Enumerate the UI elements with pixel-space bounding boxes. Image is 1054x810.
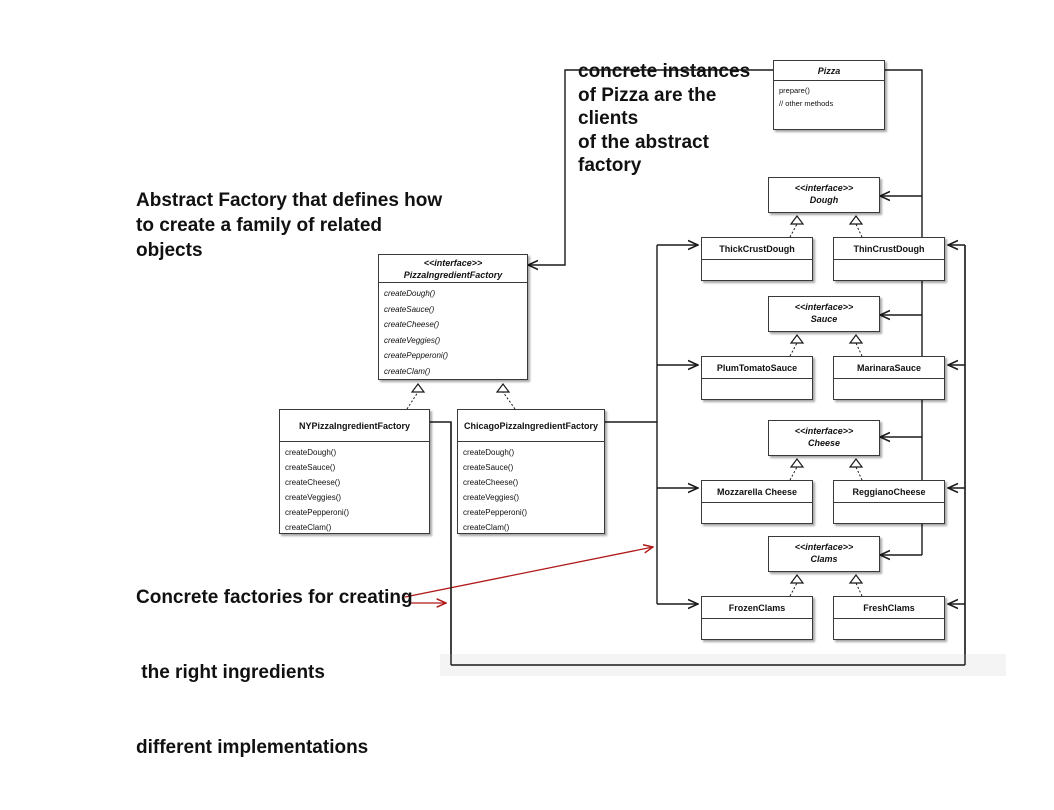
- note-line: Concrete factories for creating: [136, 587, 413, 608]
- uml-diagram: concrete instances of Pizza are the clie…: [136, 60, 1006, 758]
- class-name: Mozzarella Cheese: [716, 487, 798, 497]
- class-name: ReggianoCheese: [852, 487, 926, 497]
- clients-note: concrete instances of Pizza are the clie…: [578, 60, 750, 178]
- method: createCheese(): [463, 478, 519, 487]
- note-line: to create a family of related: [136, 215, 383, 236]
- method: createCheese(): [384, 320, 440, 330]
- class-name: NYPizzaIngredientFactory: [298, 421, 411, 431]
- method: createCheese(): [285, 478, 341, 487]
- method: createClam(): [384, 366, 431, 376]
- thin-crust-dough-class: ThinCrustDough: [833, 237, 945, 281]
- stereotype: <<interface>>: [794, 183, 854, 193]
- class-name: Sauce: [810, 314, 838, 324]
- frozen-clams-class: FrozenClams: [701, 596, 813, 640]
- class-name: Clams: [810, 554, 838, 564]
- stereotype: <<interface>>: [794, 542, 854, 552]
- class-name: Dough: [809, 195, 839, 205]
- class-name: FrozenClams: [728, 603, 786, 613]
- pizza-ingredient-factory-interface: <<interface>> PizzaIngredientFactory cre…: [378, 254, 528, 380]
- class-name: Cheese: [807, 438, 841, 448]
- fresh-clams-class: FreshClams: [833, 596, 945, 640]
- red-arrow-to-products: [404, 547, 653, 598]
- stereotype: <<interface>>: [794, 302, 854, 312]
- note-line: the right ingredients: [136, 662, 325, 683]
- abstract-factory-note: Abstract Factory that defines how to cre…: [136, 188, 442, 263]
- method: // other methods: [779, 99, 834, 108]
- chicago-pizza-ingredient-factory-class: ChicagoPizzaIngredientFactory createDoug…: [457, 409, 605, 534]
- stereotype: <<interface>>: [794, 426, 854, 436]
- method: createPepperoni(): [384, 351, 449, 361]
- method: createSauce(): [384, 304, 435, 314]
- method: createPepperoni(): [463, 508, 528, 517]
- method: createVeggies(): [285, 493, 342, 502]
- note-line: of the abstract: [578, 131, 709, 153]
- method: createClam(): [463, 523, 510, 532]
- connector-lines: [404, 69, 1006, 676]
- note-line: different implementations: [136, 737, 369, 758]
- method: createDough(): [384, 289, 436, 298]
- class-name: PlumTomatoSauce: [716, 363, 798, 373]
- mozzarella-cheese-class: Mozzarella Cheese: [701, 480, 813, 524]
- concrete-factories-note: Concrete factories for creating the righ…: [136, 535, 413, 810]
- note-line: objects: [136, 240, 203, 261]
- cheese-interface: <<interface>> Cheese: [768, 420, 880, 456]
- method: createSauce(): [285, 463, 336, 472]
- pizza-class: Pizza prepare() // other methods: [773, 60, 885, 130]
- note-line: of Pizza are the: [578, 84, 717, 106]
- class-name: PizzaIngredientFactory: [403, 270, 503, 280]
- stereotype: <<interface>>: [423, 258, 483, 268]
- marinara-sauce-class: MarinaraSauce: [833, 356, 945, 400]
- clams-interface: <<interface>> Clams: [768, 536, 880, 572]
- class-name: FreshClams: [863, 603, 915, 613]
- note-line: concrete instances: [578, 61, 751, 82]
- plum-tomato-sauce-class: PlumTomatoSauce: [701, 356, 813, 400]
- class-name: ThinCrustDough: [853, 244, 925, 254]
- method: createSauce(): [463, 463, 514, 472]
- class-name: MarinaraSauce: [856, 363, 922, 373]
- sauce-interface: <<interface>> Sauce: [768, 296, 880, 332]
- dough-interface: <<interface>> Dough: [768, 177, 880, 213]
- pizza-uses-factory-line: [528, 69, 773, 265]
- method: createPepperoni(): [285, 508, 350, 517]
- method: createVeggies(): [384, 335, 441, 345]
- class-name: ChicagoPizzaIngredientFactory: [463, 421, 599, 431]
- note-line: factory: [578, 155, 642, 176]
- method: createClam(): [285, 523, 332, 532]
- realization-triangles: [410, 215, 864, 584]
- reggiano-cheese-class: ReggianoCheese: [833, 480, 945, 524]
- method: createDough(): [285, 448, 337, 457]
- class-name: Pizza: [817, 66, 841, 76]
- class-name: ThickCrustDough: [719, 244, 795, 254]
- method: prepare(): [779, 86, 810, 95]
- note-line: clients: [578, 108, 639, 129]
- thick-crust-dough-class: ThickCrustDough: [701, 237, 813, 281]
- note-line: Abstract Factory that defines how: [136, 190, 443, 211]
- ny-pizza-ingredient-factory-class: NYPizzaIngredientFactory createDough() c…: [279, 409, 430, 534]
- method: createVeggies(): [463, 493, 520, 502]
- method: createDough(): [463, 448, 515, 457]
